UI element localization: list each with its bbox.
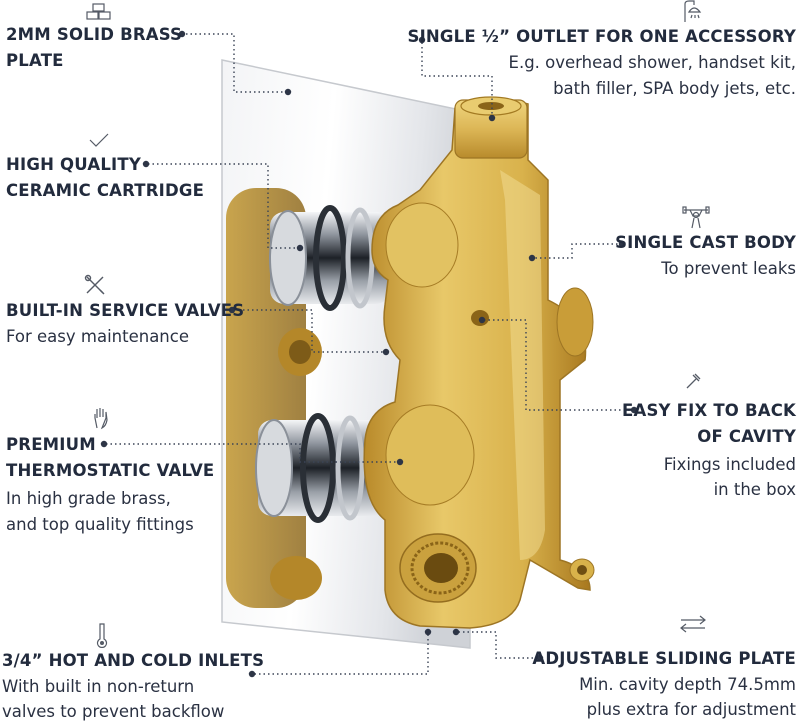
cast-body-sub: To prevent leaks (661, 259, 796, 278)
service-valves-title: BUILT-IN SERVICE VALVES (6, 301, 245, 320)
thermostatic-sub-2: and top quality fittings (6, 515, 194, 534)
easy-fix-sub: Fixings included (663, 455, 796, 474)
inlets-title: 3/4” HOT AND COLD INLETS (2, 651, 265, 670)
easy-fix-title: EASY FIX TO BACK (622, 401, 796, 420)
tools-icon (84, 274, 105, 295)
brass-plate-title: 2MM SOLID BRASS (6, 25, 183, 44)
inlets-sub-2: valves to prevent backflow (2, 702, 225, 721)
cast-body-title: SINGLE CAST BODY (615, 233, 796, 252)
arrows-left-right-icon (680, 615, 706, 633)
easy-fix-sub-2: in the box (713, 480, 796, 499)
leader-dots (100, 30, 638, 678)
outlet-sub: E.g. overhead shower, handset kit, (508, 53, 796, 72)
thermometer-icon (96, 623, 108, 648)
service-valves-sub: For easy maintenance (6, 327, 189, 346)
weightlifter-icon (682, 206, 710, 229)
inlets-sub: With built in non-return (2, 677, 195, 696)
thermostatic-title-2: THERMOSTATIC VALVE (6, 461, 215, 480)
cartridge-title-2: CERAMIC CARTRIDGE (6, 181, 205, 200)
thermostatic-sub: In high grade brass, (6, 489, 171, 508)
sliding-plate-title: ADJUSTABLE SLIDING PLATE (532, 649, 796, 668)
cartridge-title: HIGH QUALITY (6, 155, 141, 174)
easy-fix-title-2: OF CAVITY (697, 427, 796, 446)
hand-icon (94, 408, 108, 430)
leader-lines (106, 33, 634, 675)
brass-plate-title-2: PLATE (6, 51, 64, 70)
sliding-plate-sub-2: plus extra for adjustment (586, 700, 796, 719)
outlet-sub-2: bath filler, SPA body jets, etc. (553, 79, 796, 98)
thermostatic-title: PREMIUM (6, 435, 96, 454)
gold-bars-icon (86, 3, 111, 20)
shower-head-icon (684, 0, 702, 22)
checkmark-icon (89, 133, 109, 147)
sliding-plate-sub: Min. cavity depth 74.5mm (579, 675, 796, 694)
outlet-title: SINGLE ½” OUTLET FOR ONE ACCESSORY (407, 27, 796, 46)
hammer-icon (686, 373, 701, 389)
